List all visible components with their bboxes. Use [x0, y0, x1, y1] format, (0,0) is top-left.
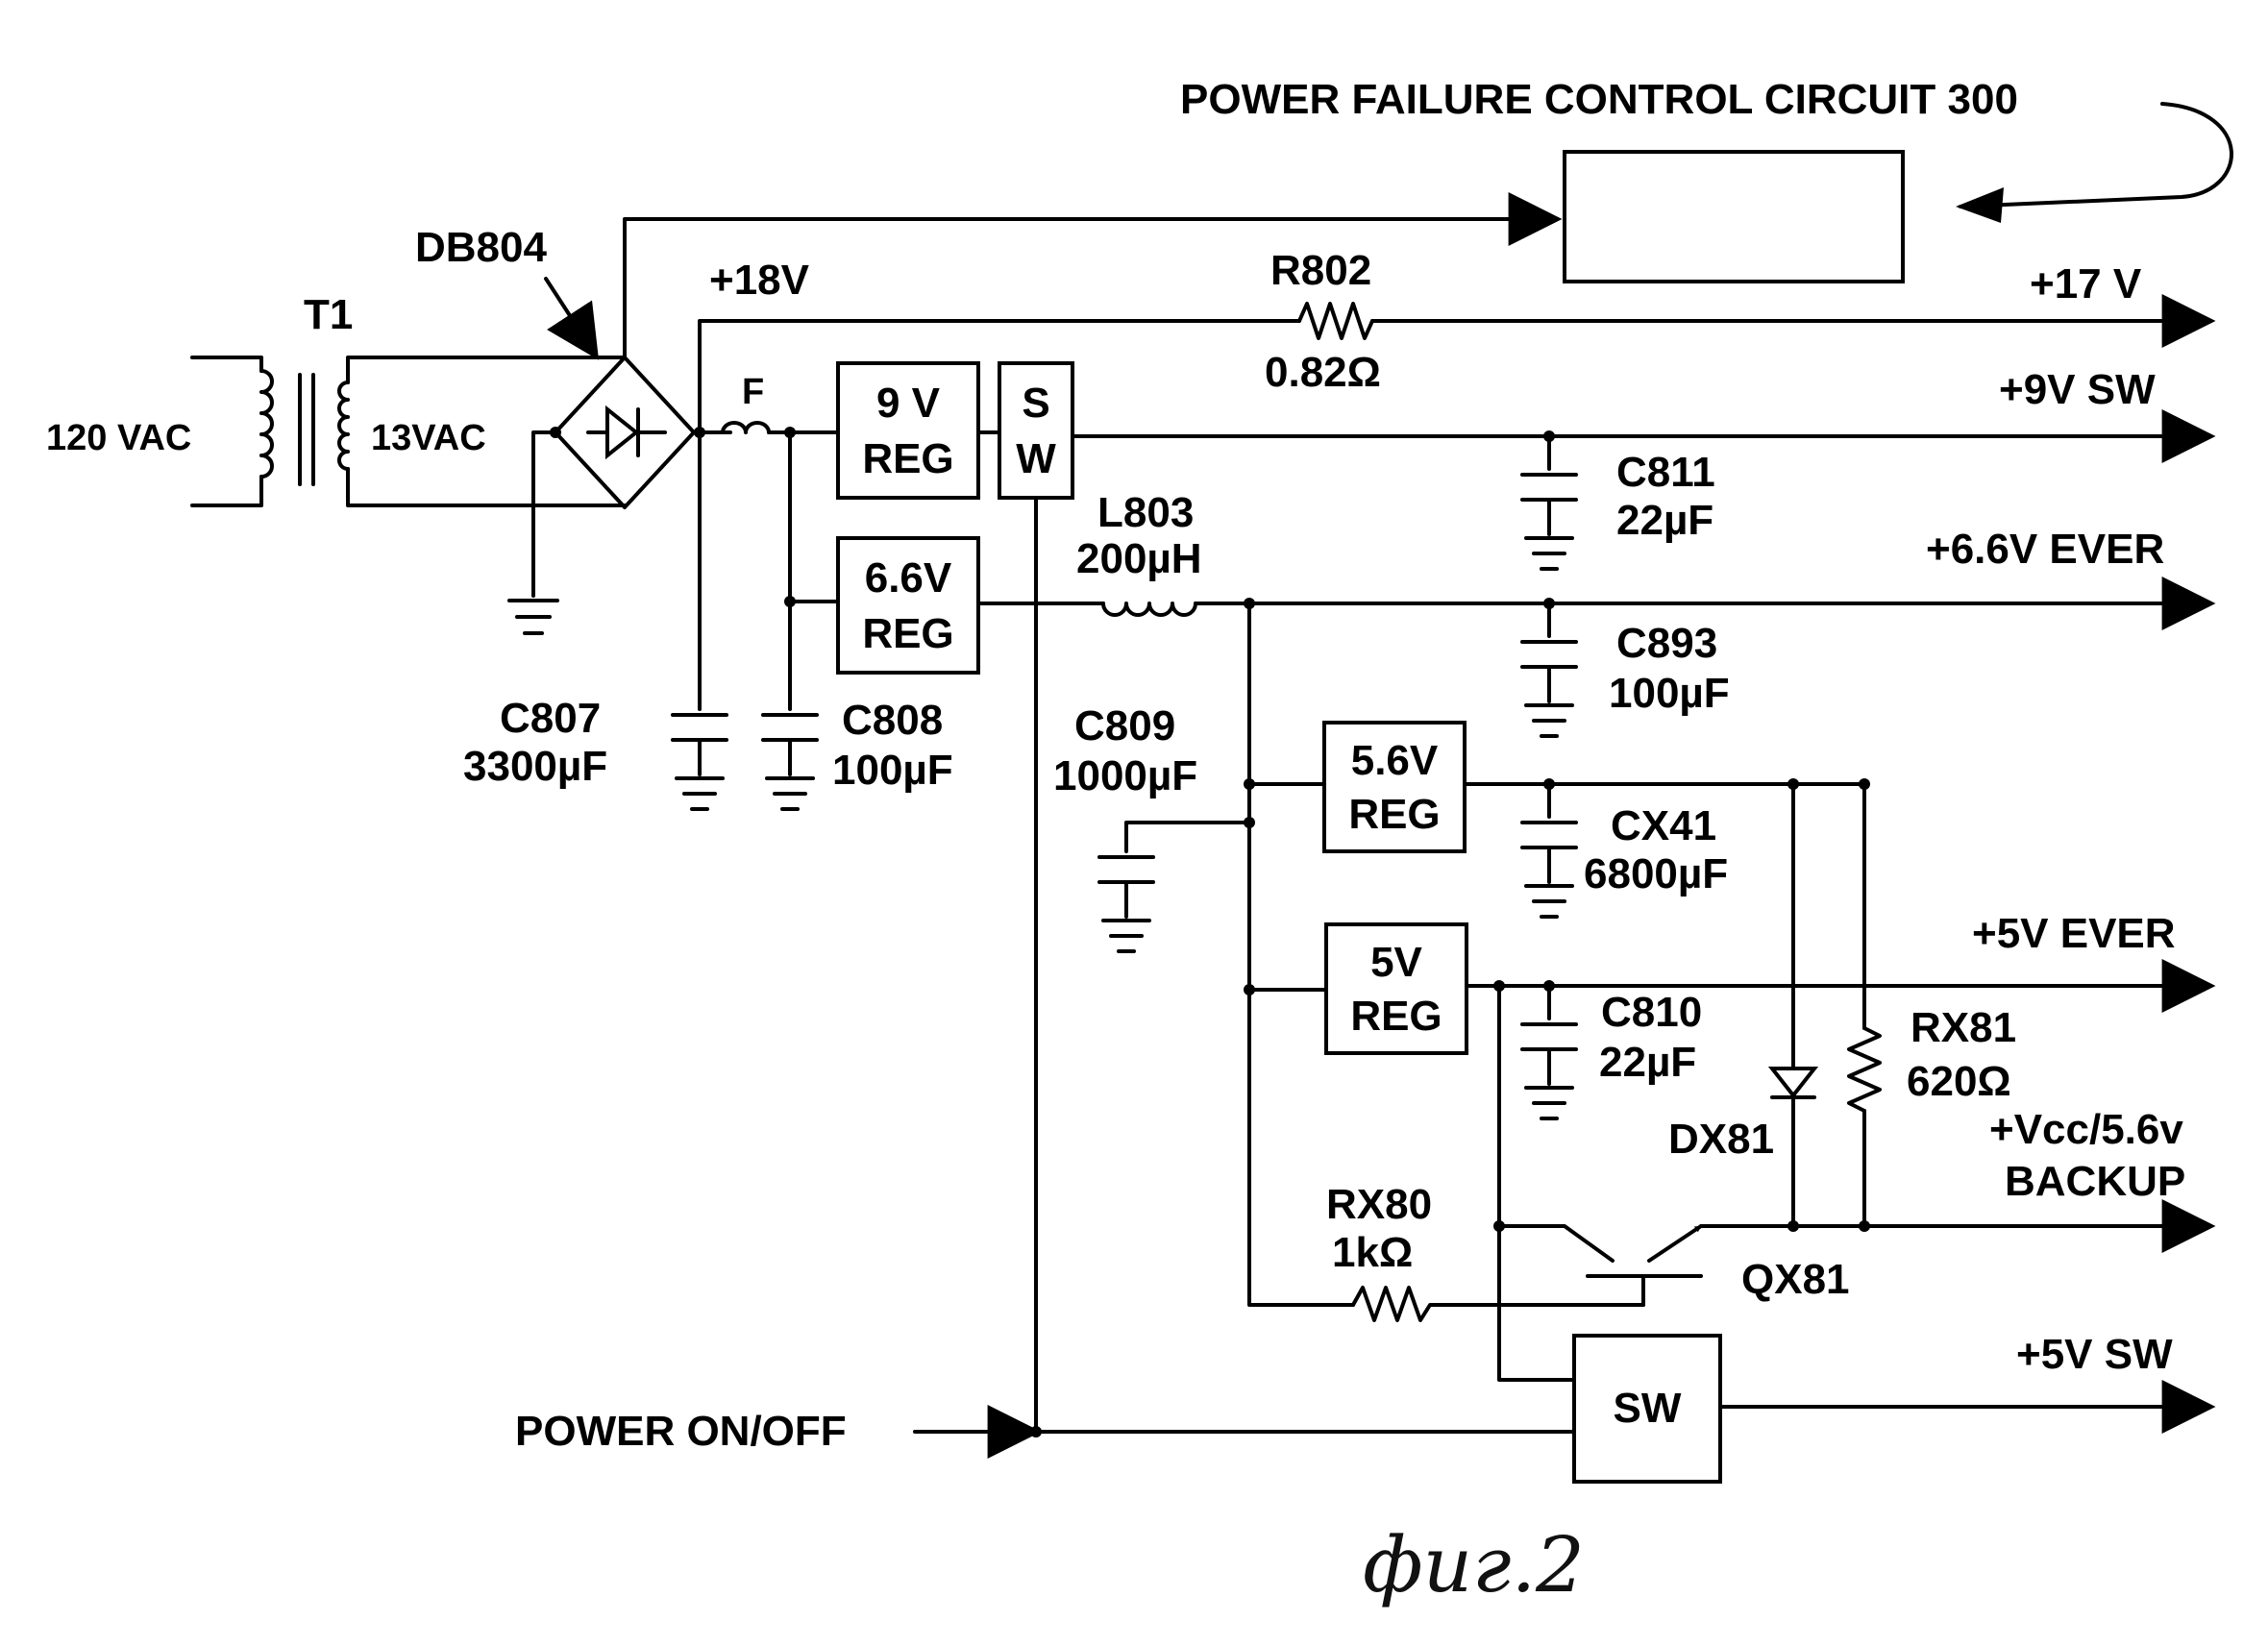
secondary-voltage-label: 13VAC [371, 418, 486, 458]
r802-resistor [1299, 304, 1372, 338]
c811-value: 22µF [1616, 497, 1713, 544]
qx81-name: QX81 [1741, 1256, 1850, 1303]
qx81-emitter [1649, 1226, 1701, 1261]
switch-9v-line1: S [1022, 380, 1049, 427]
fuse-label: F [742, 372, 764, 412]
l803-name: L803 [1097, 489, 1194, 536]
transformer-label: T1 [304, 291, 353, 338]
primary-bottom-lead [192, 477, 261, 505]
secondary-bottom-lead [348, 469, 625, 505]
title-leader-arrowhead [1956, 187, 2004, 223]
rail-18v-label: +18V [709, 257, 810, 304]
c807-ground-icon [677, 778, 723, 809]
cx41-ground-icon [1526, 886, 1572, 917]
output-5v-sw-label: +5V SW [2016, 1331, 2173, 1378]
c809-ground-icon [1103, 921, 1149, 951]
bridge-label-pointer [546, 279, 596, 356]
c809-value: 1000µF [1053, 752, 1197, 799]
cx41-value: 6800µF [1584, 850, 1728, 897]
r802-value: 0.82Ω [1265, 349, 1381, 396]
figure-caption: фиг.2 [1363, 1520, 1585, 1609]
primary-top-lead [192, 357, 261, 371]
output-5v-ever-label: +5V EVER [1972, 910, 2176, 957]
mains-input-label: 120 VAC [46, 418, 191, 458]
reg-6v6-line1: 6.6V [865, 554, 952, 602]
l803-value: 200µH [1076, 535, 1202, 582]
c807-value: 3300µF [463, 743, 607, 790]
c807-name: C807 [500, 695, 601, 742]
bridge-ground-lead [533, 432, 555, 596]
reg-5v6-line2: REG [1348, 791, 1440, 838]
power-failure-title: POWER FAILURE CONTROL CIRCUIT 300 [1180, 76, 2018, 123]
c809-lead [1126, 823, 1249, 851]
output-backup-label-1: +Vcc/5.6v [1989, 1106, 2183, 1153]
bottom-switch-label: SW [1614, 1385, 1682, 1432]
dx81-name: DX81 [1668, 1116, 1774, 1163]
c810-value: 22µF [1599, 1039, 1696, 1086]
c893-value: 100µF [1609, 670, 1730, 717]
power-failure-control-block [1565, 152, 1903, 282]
c810-name: C810 [1601, 989, 1702, 1036]
c810-ground-icon [1526, 1088, 1572, 1118]
c893-name: C893 [1616, 620, 1717, 667]
rx80-value: 1kΩ [1332, 1229, 1413, 1276]
reg-5v-line2: REG [1350, 993, 1442, 1040]
r802-name: R802 [1270, 247, 1371, 294]
output-backup-label-2: BACKUP [2005, 1158, 2185, 1205]
c808-value: 100µF [832, 747, 953, 794]
c811-name: C811 [1616, 449, 1715, 496]
primary-winding [261, 371, 272, 477]
cx41-name: CX41 [1611, 802, 1716, 849]
reg-5v-line1: 5V [1370, 939, 1422, 986]
reg-5v6-line1: 5.6V [1351, 737, 1439, 784]
c893-ground-icon [1526, 705, 1572, 736]
bridge-label: DB804 [415, 224, 547, 271]
rx80-name: RX80 [1326, 1181, 1432, 1228]
output-6v6-ever-label: +6.6V EVER [1926, 526, 2164, 573]
bridge-ground-icon [509, 601, 557, 633]
c811-ground-icon [1526, 538, 1572, 569]
reg-9v-line2: REG [862, 435, 953, 482]
qx81-collector-wire [1499, 986, 1613, 1261]
switch-9v-line2: W [1016, 435, 1056, 482]
c808-ground-icon [767, 778, 813, 809]
bridge-diode-symbol [607, 409, 636, 455]
rx81-name: RX81 [1911, 1004, 2016, 1051]
output-9v-sw-label: +9V SW [1999, 366, 2156, 413]
rx81-value: 620Ω [1907, 1058, 2011, 1105]
c808-name: C808 [842, 697, 943, 744]
secondary-winding [339, 382, 348, 469]
l803-inductor [1103, 603, 1196, 615]
reg-6v6-line2: REG [862, 610, 953, 657]
secondary-top-lead [348, 357, 625, 382]
reg-9v-line1: 9 V [876, 380, 941, 427]
power-on-off-label: POWER ON/OFF [515, 1408, 847, 1455]
dx81-diode-symbol [1772, 1069, 1814, 1095]
c809-name: C809 [1074, 702, 1175, 749]
output-17v-label: +17 V [2030, 260, 2142, 307]
rx81-resistor [1849, 1028, 1880, 1111]
